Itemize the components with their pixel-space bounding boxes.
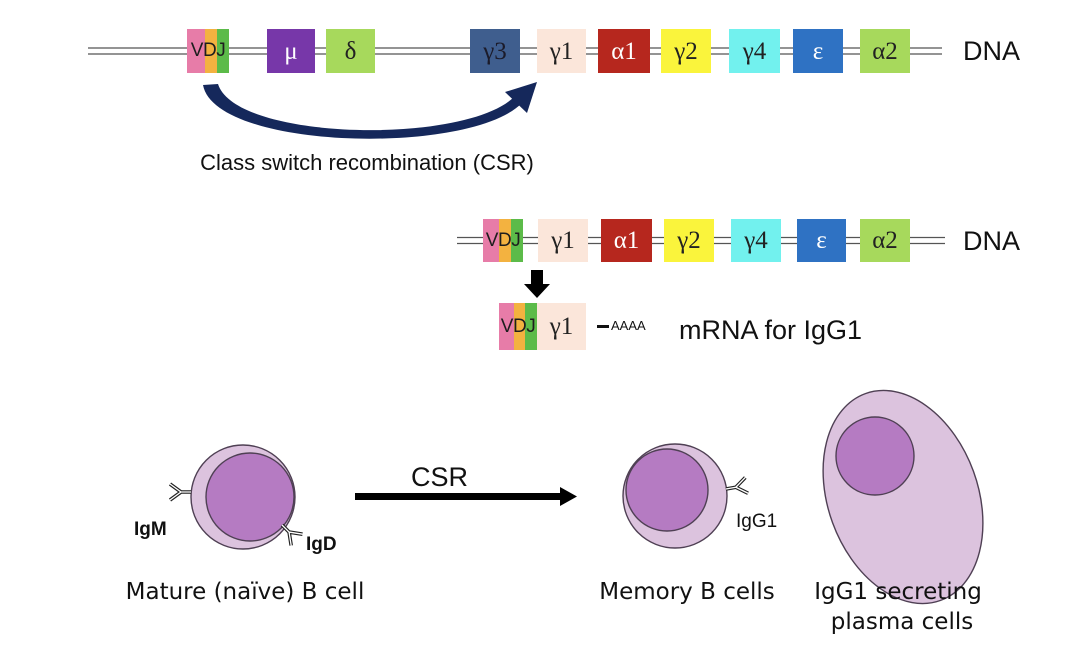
constant-region-alpha1: α1 [601, 219, 652, 262]
v-segment [187, 29, 205, 73]
vdj-label: VDJ [485, 229, 521, 251]
plasma-cell-caption-line-2: plasma cells [830, 609, 974, 635]
igm-label: IgM [134, 519, 167, 540]
plasma-cell-nucleus [835, 416, 915, 496]
segment-label: γ4 [742, 37, 767, 65]
constant-region-epsilon: ε [793, 29, 843, 73]
segment-label: α1 [611, 37, 637, 65]
switched-vdj-exon: VDJ [483, 219, 523, 262]
germline-dna-label: DNA [963, 36, 1021, 66]
segment-label: ε [816, 227, 827, 254]
naive-b-cell-caption: Mature (naïve) B cell [125, 579, 365, 605]
constant-region-alpha2: α2 [860, 219, 910, 262]
igd-antibody-icon [280, 523, 303, 546]
memory-b-cell [622, 443, 749, 549]
constant-region-alpha1: α1 [598, 29, 650, 73]
recombination-arrow-shaft [203, 84, 522, 139]
igd-label: IgD [306, 534, 337, 555]
poly-a-tail: AAAA [611, 318, 646, 333]
segment-label: γ2 [677, 227, 701, 254]
constant-region-gamma1: γ1 [538, 219, 588, 262]
segment-label: γ3 [483, 37, 507, 65]
recombination-arrow-head [505, 82, 537, 113]
mrna-vdj-exon: VDJ [499, 303, 537, 350]
switched-dna-label: DNA [963, 226, 1021, 256]
d-segment [205, 29, 217, 73]
recombination-label: Class switch recombination (CSR) [200, 150, 534, 175]
d-segment [514, 303, 525, 350]
mrna-label: mRNA for IgG1 [679, 315, 863, 345]
naive-b-cell-nucleus [205, 452, 295, 542]
constant-region-delta: δ [326, 29, 375, 73]
recombination-arrow [203, 82, 537, 139]
v-segment [499, 303, 514, 350]
segment-label: ε [812, 37, 824, 65]
constant-region-gamma2: γ2 [661, 29, 711, 73]
segment-label: α2 [872, 37, 898, 65]
segment-label: γ4 [744, 227, 768, 254]
memory-b-cell-caption: Memory B cells [599, 579, 775, 605]
constant-region-epsilon: ε [797, 219, 846, 262]
vdj-label: VDJ [500, 315, 536, 337]
constant-region-mu: μ [267, 29, 315, 73]
segment-label: γ1 [551, 227, 575, 254]
constant-region-gamma3: γ3 [470, 29, 520, 73]
naive-b-cell [168, 444, 303, 550]
transcription-arrow [524, 270, 550, 298]
segment-label: α1 [613, 227, 640, 254]
igg1-label: IgG1 [736, 511, 778, 532]
constant-region-gamma2: γ2 [664, 219, 714, 262]
constant-region-gamma4: γ4 [729, 29, 780, 73]
segment-label: μ [284, 37, 298, 65]
constant-region-gamma1: γ1 [537, 29, 586, 73]
segment-label: γ1 [549, 313, 574, 340]
constant-region-alpha2: α2 [860, 29, 910, 73]
poly-a-connector [597, 325, 609, 328]
constant-region-gamma4: γ4 [731, 219, 781, 262]
mrna-gamma1-exon: γ1 [537, 303, 586, 350]
vdj-label: VDJ [190, 40, 226, 61]
plasma-cell [822, 389, 984, 605]
j-segment [217, 29, 229, 73]
j-segment [511, 219, 523, 262]
segment-label: δ [344, 37, 357, 65]
d-segment [499, 219, 511, 262]
segment-label: α2 [872, 227, 898, 254]
v-segment [483, 219, 499, 262]
igg1-antibody-icon [725, 476, 749, 495]
igm-antibody-icon [168, 482, 191, 502]
segment-label: γ1 [549, 37, 574, 65]
differentiation-arrow [355, 487, 577, 506]
memory-b-cell-nucleus [625, 448, 709, 532]
segment-label: γ2 [674, 37, 698, 65]
germline-vdj-exon: VDJ [187, 29, 229, 73]
csr-arrow-label: CSR [411, 462, 469, 492]
j-segment [525, 303, 537, 350]
plasma-cell-caption-line-1: IgG1 secreting [814, 579, 982, 605]
